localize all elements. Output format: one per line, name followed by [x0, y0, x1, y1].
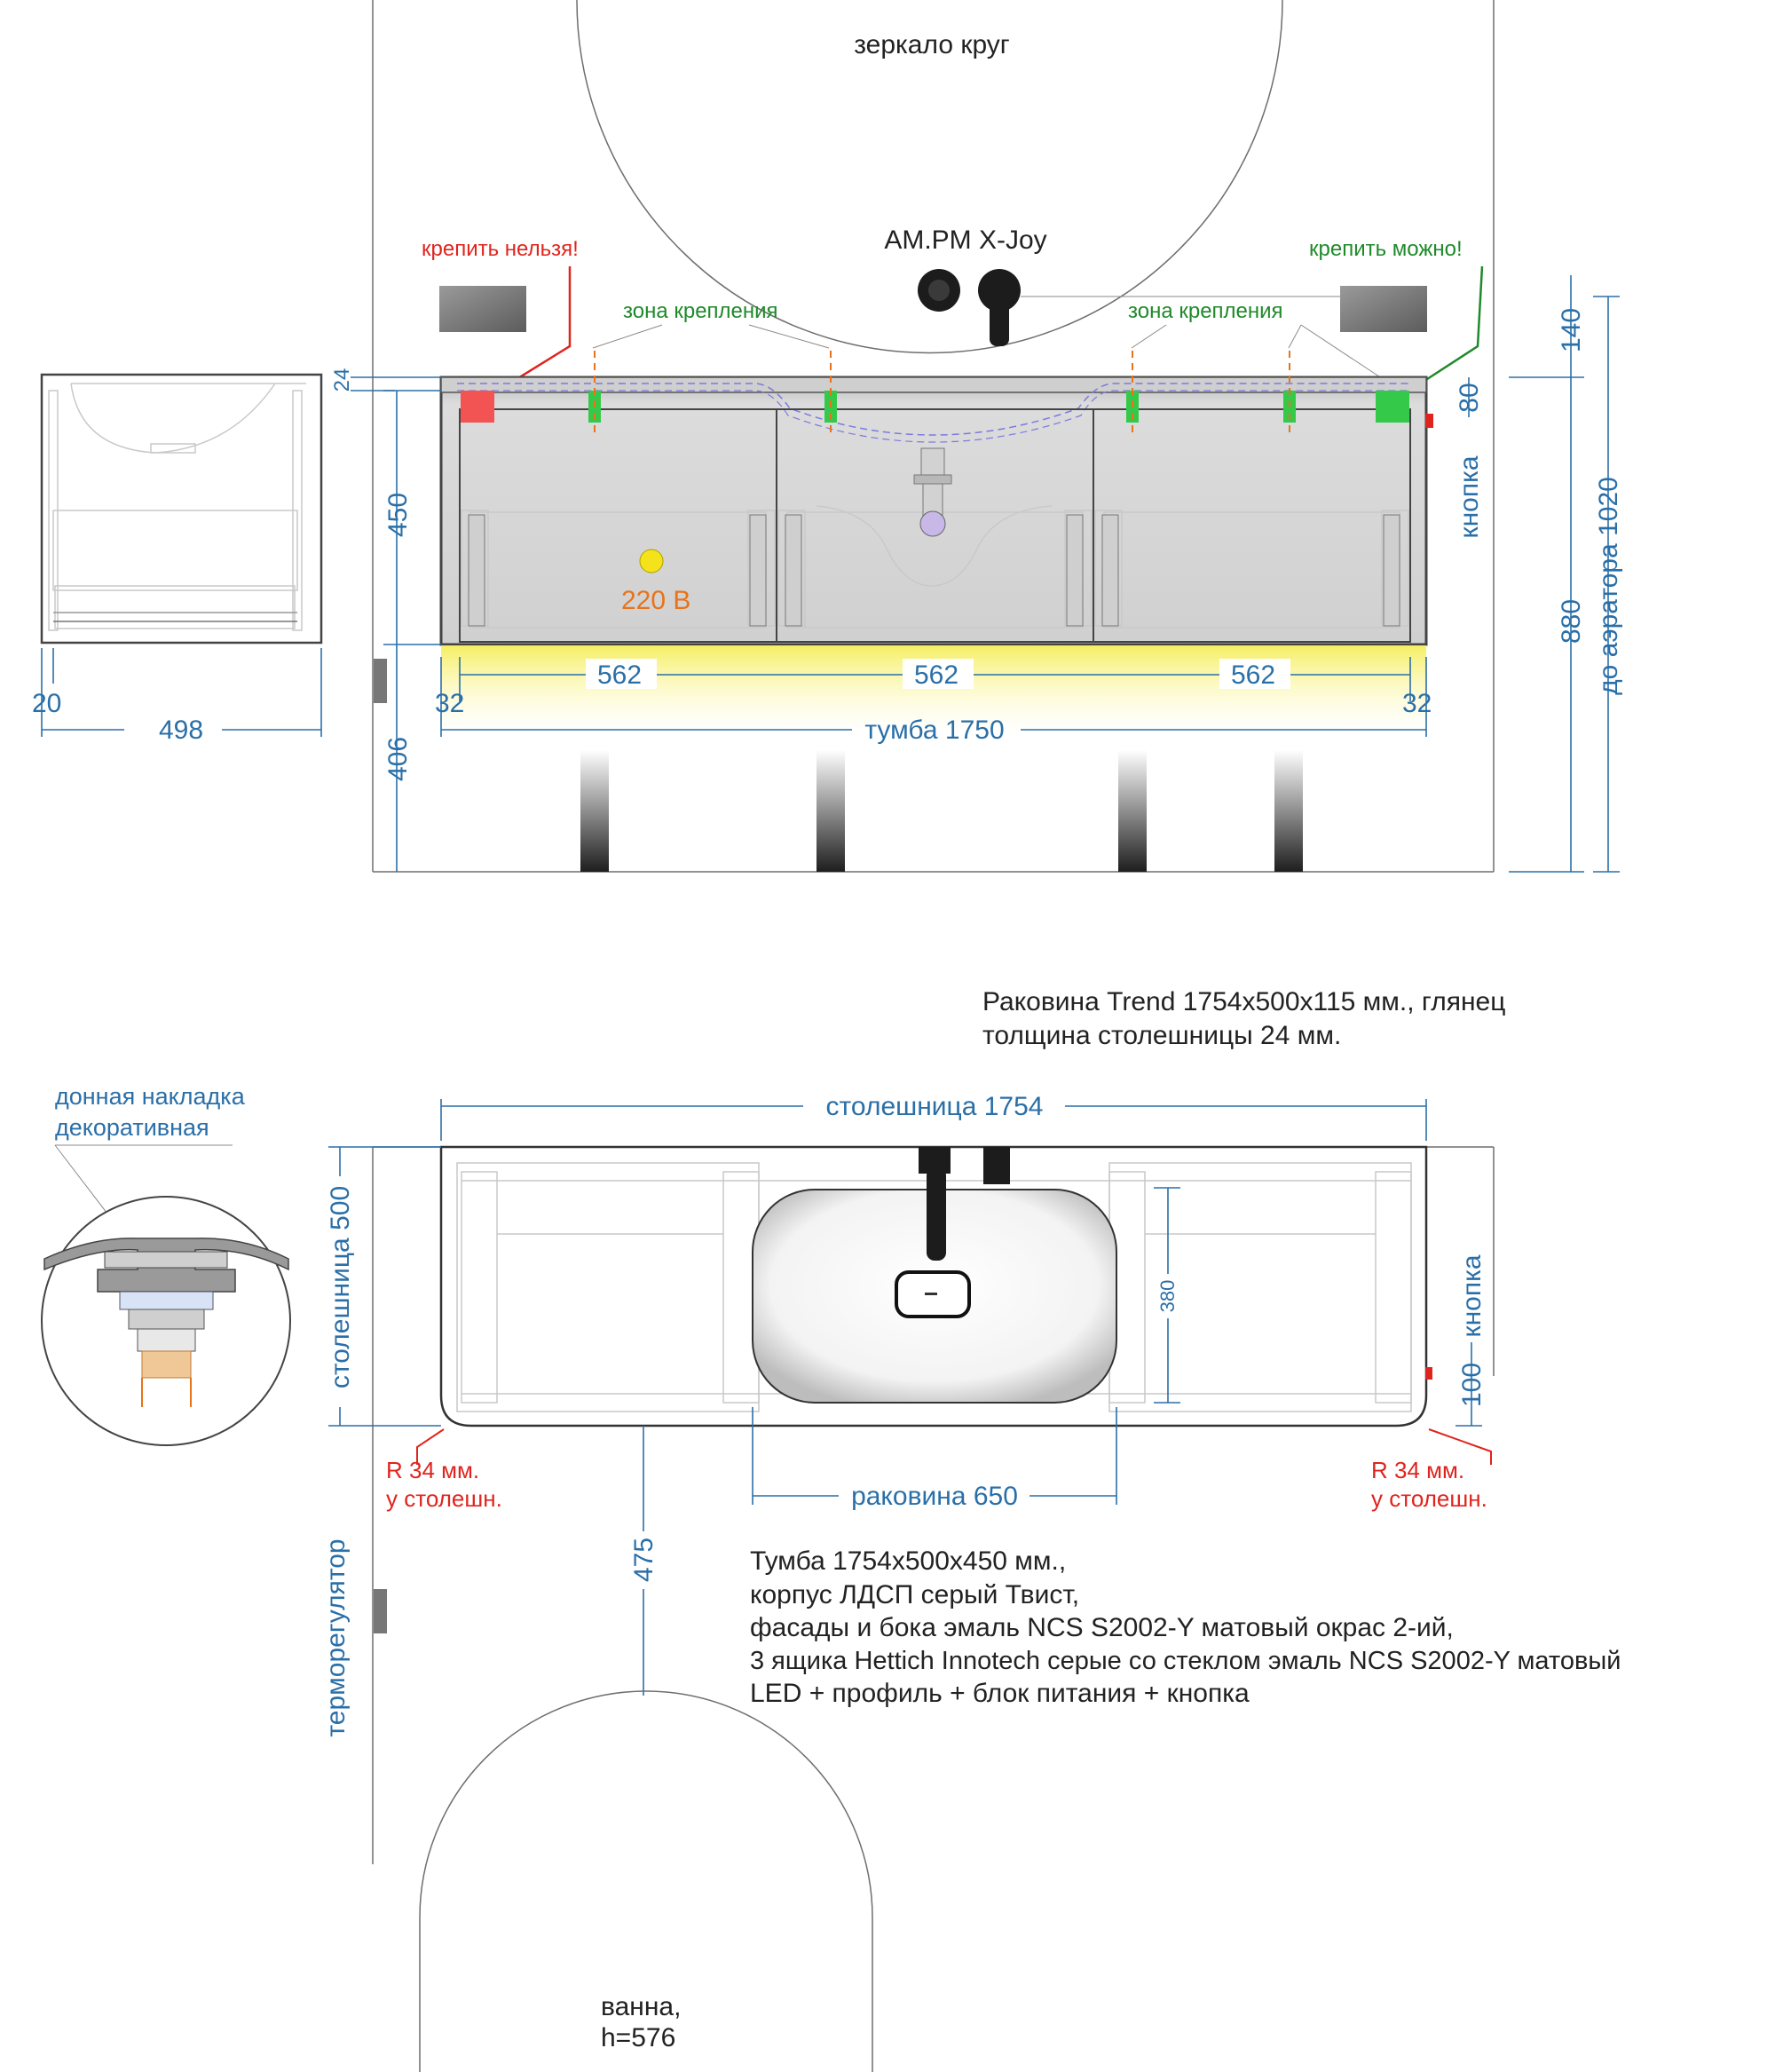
power-label: 220 В [621, 586, 690, 615]
thermostat-label: терморегулятор [321, 1538, 351, 1736]
front-elevation: зеркало круг AM.PM X-Joy крепить нельзя!… [330, 0, 1623, 873]
spec-line-1: Тумба 1754x500x450 мм., [750, 1546, 1066, 1576]
dim-562-b: 562 [914, 660, 958, 690]
sink-desc-1: Раковина Trend 1754x500x115 мм., глянец [982, 987, 1505, 1016]
dim-450: 450 [383, 493, 413, 537]
no-mount-label: крепить нельзя! [422, 237, 579, 261]
power-outlet-icon [639, 549, 664, 573]
spec-line-4: 3 ящика Hettich Innotech серые со стекло… [750, 1647, 1621, 1675]
dim-498: 498 [159, 716, 203, 745]
bottom-cover-label-1: донная накладка [55, 1083, 246, 1110]
dim-32-right: 32 [1402, 689, 1432, 718]
radius-left-2: у столешн. [386, 1485, 502, 1512]
dim-562-c: 562 [1231, 660, 1275, 690]
aerator-label: до аэратора 1020 [1594, 477, 1623, 695]
no-mount-marker [461, 391, 494, 423]
dim-380: 380 [1156, 1280, 1179, 1313]
front-button-label: кнопка [1455, 455, 1484, 538]
top-width-label: столешница 1754 [826, 1092, 1044, 1121]
dim-32-left: 32 [435, 689, 464, 718]
dim-100: 100 [1457, 1363, 1487, 1407]
dim-140: 140 [1557, 308, 1586, 352]
bottom-cover-label-2: декоративная [55, 1114, 209, 1141]
sink-hidden-outline [457, 383, 1411, 436]
can-mount-arrow [1406, 265, 1484, 394]
sink-desc-2: толщина столешницы 24 мм. [982, 1021, 1341, 1050]
spec-line-3: фасады и бока эмаль NCS S2002-Y матовый … [750, 1613, 1454, 1642]
thermostat-icon [374, 1589, 387, 1633]
wall-block-left [439, 286, 526, 332]
front-button-icon [1425, 414, 1433, 428]
dim-80: 80 [1455, 383, 1484, 412]
drain-detail: донная накладка декоративная [41, 1083, 291, 1446]
bath-label-1: ванна, [601, 1992, 681, 2021]
faucet-spout-icon [978, 269, 1021, 312]
spec-line-5: LED + профиль + блок питания + кнопка [750, 1679, 1250, 1708]
top-depth-label: столешница 500 [326, 1186, 355, 1388]
spec-line-2: корпус ЛДСП серый Твист, [750, 1580, 1079, 1609]
dim-24: 24 [330, 368, 354, 392]
radius-left-1: R 34 мм. [386, 1457, 479, 1483]
leg-2 [816, 750, 845, 872]
faucet-label: AM.PM X-Joy [884, 225, 1046, 255]
dim-475: 475 [629, 1538, 659, 1582]
bathtub-outline [419, 1690, 873, 2072]
sink-width-label: раковина 650 [851, 1482, 1018, 1511]
bath-label-2: h=576 [601, 2023, 675, 2052]
mount-zone-right-label: зона крепления [1128, 299, 1283, 323]
dim-406: 406 [383, 737, 413, 781]
side-view: 20 498 [32, 373, 323, 745]
mount-marker-5 [1376, 391, 1409, 423]
spec-block: Тумба 1754x500x450 мм., корпус ЛДСП серы… [750, 1546, 1621, 1708]
dim-20: 20 [32, 689, 61, 718]
wall-block-right [1340, 286, 1427, 332]
drawer-3 [1093, 408, 1411, 643]
radius-right-1: R 34 мм. [1371, 1457, 1464, 1483]
top-button-label: кнопка [1457, 1254, 1487, 1337]
radius-right-2: у столешн. [1371, 1485, 1487, 1512]
leg-1 [580, 750, 609, 872]
leg-3 [1118, 750, 1147, 872]
can-mount-label: крепить можно! [1309, 237, 1463, 261]
mirror-label: зеркало круг [854, 30, 1010, 59]
dim-880: 880 [1557, 599, 1586, 644]
dim-562-a: 562 [597, 660, 642, 690]
cabinet-width-label: тумба 1750 [864, 716, 1004, 745]
thermostat-front-icon [374, 659, 387, 703]
mount-zone-left-label: зона крепления [623, 299, 778, 323]
top-button-icon [1425, 1367, 1432, 1380]
top-view: Раковина Trend 1754x500x115 мм., глянец … [321, 987, 1621, 2072]
leg-4 [1274, 750, 1303, 872]
mirror-outline [576, 0, 1283, 354]
